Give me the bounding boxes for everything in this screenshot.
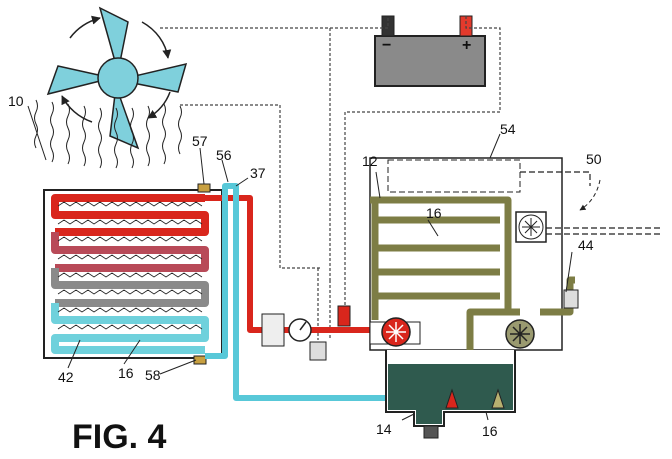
- label-56: 56: [216, 147, 232, 163]
- tank-drain-plug: [424, 426, 438, 438]
- fan-blades-icon: [48, 8, 186, 148]
- pump-red-icon: [370, 318, 420, 346]
- sensor-icon: [338, 306, 350, 326]
- label-12: 12: [362, 153, 378, 169]
- label-42: 42: [58, 369, 74, 385]
- label-57: 57: [192, 133, 208, 149]
- label-16-radiator: 16: [118, 365, 134, 381]
- fan-hub-icon: [98, 58, 138, 98]
- radiator: [44, 184, 222, 364]
- fan-group: [35, 8, 187, 168]
- label-37: 37: [250, 165, 266, 181]
- aux-fan-50-icon: [516, 212, 546, 242]
- battery-icon: − +: [375, 16, 485, 86]
- thermostat-44-icon: [564, 290, 578, 308]
- label-54: 54: [500, 121, 516, 137]
- label-16-engine: 16: [426, 205, 442, 221]
- label-10: 10: [8, 93, 24, 109]
- label-58: 58: [145, 367, 161, 383]
- label-16-tank: 16: [482, 423, 498, 439]
- pump-green-icon: [506, 320, 534, 348]
- airflow-wavy-lines: [35, 100, 182, 168]
- label-44: 44: [578, 237, 594, 253]
- radiator-cap-57: [198, 184, 210, 192]
- battery-neg-sign: −: [382, 37, 391, 54]
- label-50: 50: [586, 151, 602, 167]
- valve-icon: [310, 342, 326, 360]
- figure-title: FIG. 4: [72, 418, 167, 456]
- filter-icon: [262, 314, 284, 346]
- battery-pos-sign: +: [462, 37, 471, 54]
- label-14: 14: [376, 421, 392, 437]
